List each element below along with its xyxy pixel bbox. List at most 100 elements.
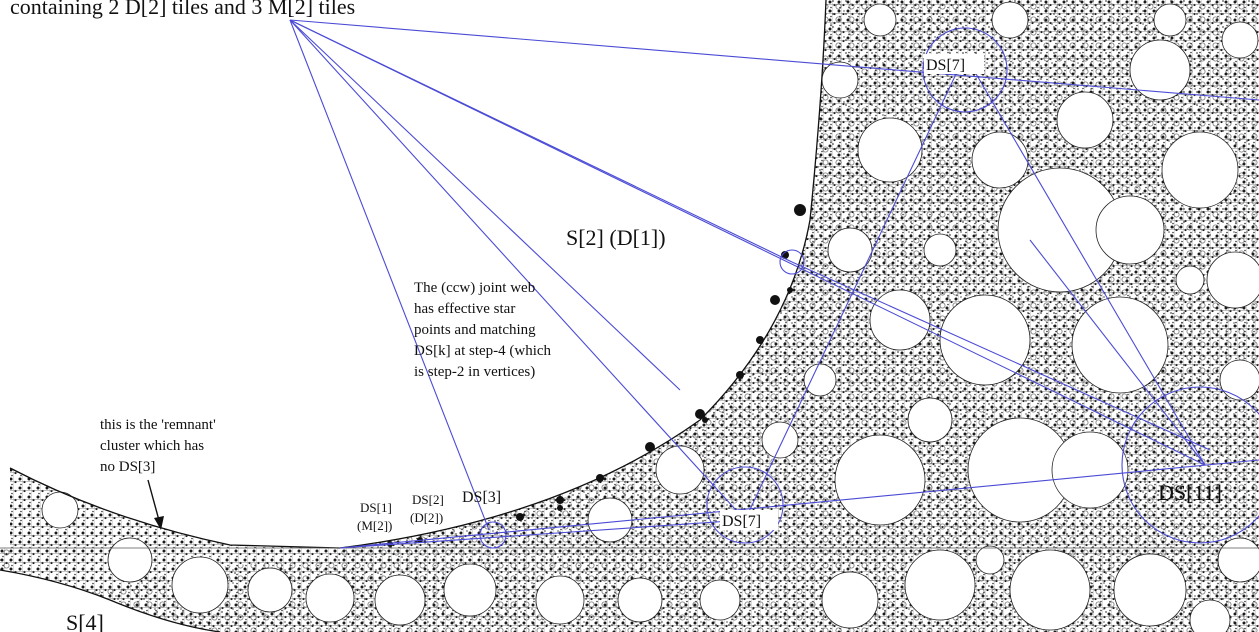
ds7-bottom-outline xyxy=(706,466,784,544)
tile-circles xyxy=(41,1,1259,632)
caption-text: containing 2 D[2] tiles and 3 M[2] tiles xyxy=(10,0,355,19)
tile-circle xyxy=(617,577,663,623)
web-line xyxy=(744,54,966,521)
tile-circle xyxy=(587,497,633,543)
ds11-outline xyxy=(1121,386,1259,544)
tile-label-ds3: DS[3] xyxy=(462,489,501,506)
tile-circle xyxy=(971,131,1029,189)
tile-circle xyxy=(1153,3,1187,37)
web-line xyxy=(1029,239,1206,466)
tile-circle xyxy=(699,579,741,621)
arrow-head-icon xyxy=(154,516,164,530)
web-note-line-2: has effective star xyxy=(414,301,515,317)
tile-label-m2: (M[2]) xyxy=(357,518,392,533)
region-label-s4: S[4] xyxy=(66,610,104,632)
web-line xyxy=(289,19,681,391)
web-line xyxy=(289,19,793,263)
tile-label-ds7-bottom: DS[7] xyxy=(722,513,761,530)
labels: containing 2 D[2] tiles and 3 M[2] tiles… xyxy=(10,0,1222,632)
boundary-bead xyxy=(645,442,655,452)
tile-label-ds2: DS[2] xyxy=(412,492,444,507)
tile-circle xyxy=(1219,359,1259,401)
tile-circle xyxy=(107,537,153,583)
tile-circle xyxy=(991,1,1029,39)
boundary-bead xyxy=(702,417,708,423)
tile-circle xyxy=(863,3,897,37)
web-line xyxy=(289,19,1206,466)
tile-circle xyxy=(1129,39,1191,101)
remnant-note-line-1: this is the 'remnant' xyxy=(100,417,216,433)
tile-circle xyxy=(1161,131,1239,209)
remnant-note-line-2: cluster which has xyxy=(100,438,204,454)
arrow-shaft xyxy=(147,479,161,525)
tile-circle xyxy=(443,563,497,617)
ds3-outline xyxy=(479,521,507,549)
tile-label-d2: (D[2]) xyxy=(410,510,443,525)
boundary-bead xyxy=(557,505,563,511)
tile-circle xyxy=(1009,549,1091,631)
white-regions xyxy=(0,0,826,632)
tile-circle xyxy=(1189,599,1231,632)
tile-circle xyxy=(939,294,1031,386)
tile-circle xyxy=(904,549,976,621)
region-label-s2: S[2] (D[1]) xyxy=(566,225,666,250)
tile-circle xyxy=(1071,296,1169,394)
ds7-top-label-bg xyxy=(924,54,984,74)
web-line xyxy=(339,519,746,549)
s4-boundary xyxy=(0,569,221,632)
tile-label-ds1: DS[1] xyxy=(360,500,392,515)
ds7-bottom-label-bg xyxy=(720,510,778,530)
boundary-bead xyxy=(516,513,524,521)
tile-circle xyxy=(374,574,426,626)
tile-circle xyxy=(655,445,705,495)
tile-circle xyxy=(1206,251,1259,309)
tile-circle xyxy=(305,573,355,623)
tile-circle xyxy=(803,363,837,397)
tile-label-ds11: DS[11] xyxy=(1158,480,1222,505)
tile-circle xyxy=(171,556,229,614)
boundary-bead xyxy=(695,409,705,419)
tile-circle xyxy=(1175,265,1205,295)
web-line xyxy=(339,459,1259,549)
tile-circle xyxy=(247,567,293,613)
web-note-line-3: points and matching xyxy=(414,322,536,338)
tile-circle xyxy=(907,397,953,443)
tile-circle xyxy=(827,227,873,273)
tile-circle xyxy=(761,421,799,459)
web-lines xyxy=(289,19,1259,549)
web-line xyxy=(289,19,1259,101)
web-line xyxy=(289,19,490,531)
remnant-note-line-3: no DS[3] xyxy=(100,459,155,475)
boundary-bead xyxy=(556,496,564,504)
boundary-bead xyxy=(770,295,780,305)
tile-circle xyxy=(857,117,923,183)
web-line xyxy=(289,19,746,521)
tile-circle xyxy=(923,233,957,267)
web-note-line-4: DS[k] at step-4 (which xyxy=(414,343,552,359)
tile-circle xyxy=(821,571,879,629)
tile-circle xyxy=(535,575,585,625)
tile-circle xyxy=(821,61,859,99)
tile-label-ds7-top: DS[7] xyxy=(926,57,965,74)
tile-circle xyxy=(834,434,926,526)
web-node xyxy=(779,249,805,275)
tile-circle xyxy=(975,545,1005,575)
tile-circle xyxy=(1051,431,1129,509)
tile-circle xyxy=(1221,21,1259,59)
region-s4-shape xyxy=(0,570,220,632)
remnant-arrow xyxy=(147,479,164,530)
web-note-line-5: is step-2 in vertices) xyxy=(414,364,535,380)
tile-circle xyxy=(1056,91,1114,149)
region-s2-shape xyxy=(0,0,826,548)
tile-circle xyxy=(1113,553,1187,627)
web-line xyxy=(964,54,1206,466)
remnant-boundary-top xyxy=(9,467,341,549)
ds7-top-outline xyxy=(922,27,1008,113)
web-note-line-1: The (ccw) joint web xyxy=(414,280,535,296)
tile-circle xyxy=(1095,195,1165,265)
tile-circle xyxy=(869,289,931,351)
